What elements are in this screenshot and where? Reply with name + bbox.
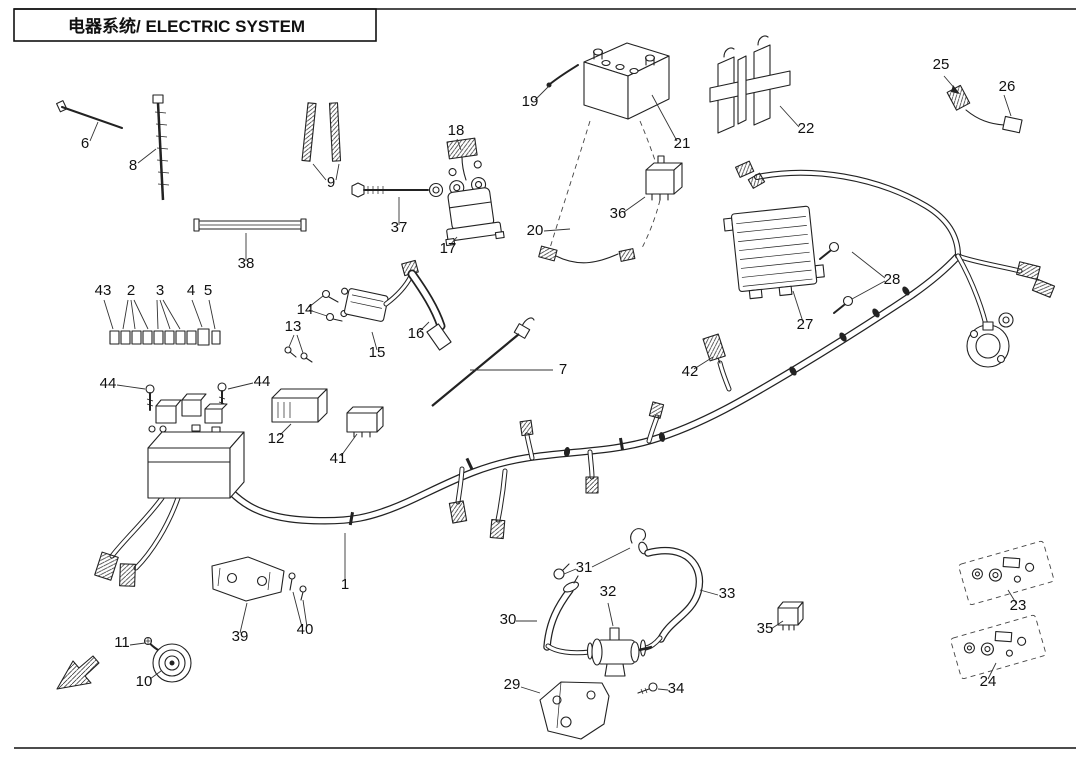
- part-number-16: 16: [408, 325, 425, 342]
- part-number-19: 19: [522, 93, 539, 110]
- repair-kit-23: [958, 540, 1055, 606]
- relay-41: [346, 406, 384, 438]
- harness-clip-dots: [348, 286, 910, 526]
- part-number-27: 27: [797, 316, 814, 333]
- part-number-6: 6: [81, 135, 89, 152]
- part-number-42: 42: [682, 363, 699, 380]
- part-number-8: 8: [129, 157, 137, 174]
- part-number-17: 17: [440, 240, 457, 257]
- fusebox-screws-44: [145, 382, 227, 411]
- bracket-screws-40: [288, 572, 307, 601]
- eye-bolt-37: [351, 182, 444, 198]
- fuse-box: [147, 393, 245, 499]
- part-number-7: 7: [559, 361, 567, 378]
- harness-connectors: [94, 160, 1056, 587]
- part-number-35: 35: [757, 620, 774, 637]
- solenoid-valve-32: [545, 627, 663, 677]
- part-number-2: 2: [127, 282, 135, 299]
- part-number-12: 12: [268, 430, 285, 447]
- page-title: 电器系统/ ELECTRIC SYSTEM: [68, 16, 305, 36]
- relay-35: [777, 601, 804, 631]
- leader-lines: [89, 85, 1017, 694]
- battery-bolt-19: [546, 64, 579, 88]
- part-number-13: 13: [285, 318, 302, 335]
- part-number-25: 25: [933, 56, 950, 73]
- part-number-21: 21: [674, 135, 691, 152]
- horn: [148, 641, 192, 683]
- part-number-5: 5: [204, 282, 212, 299]
- strap-7: [431, 317, 535, 407]
- connector-25-26: [943, 75, 1023, 134]
- hose-33: [644, 546, 704, 643]
- bracket-29: [539, 681, 610, 740]
- spark-plug-cap: [401, 259, 452, 351]
- hose-clamps-31: [553, 528, 648, 580]
- part-number-15: 15: [369, 344, 386, 361]
- part-number-1: 1: [341, 576, 349, 593]
- part-number-28: 28: [884, 271, 901, 288]
- tube-38: [193, 218, 307, 232]
- part-number-9: 9: [327, 174, 335, 191]
- part-number-26: 26: [999, 78, 1016, 95]
- cable-ties-9: [301, 102, 342, 162]
- part-number-44: 44: [254, 373, 271, 390]
- coil-bolts-14: [321, 289, 343, 322]
- part-number-39: 39: [232, 628, 249, 645]
- part-number-37: 37: [391, 219, 408, 236]
- part-number-32: 32: [600, 583, 617, 600]
- bracket-screws-13: [284, 346, 313, 363]
- part-number-3: 3: [156, 282, 164, 299]
- part-number-20: 20: [527, 222, 544, 239]
- regulator-screws: [819, 241, 854, 314]
- page-frame: [13, 8, 1076, 749]
- fuse-row: [109, 328, 221, 346]
- wire-harness: [94, 160, 1056, 587]
- part-number-11: 11: [114, 634, 130, 651]
- part-number-18: 18: [448, 122, 465, 139]
- bracket-39: [211, 556, 285, 602]
- screw-34: [637, 682, 658, 695]
- starter-relay-36: [645, 155, 683, 201]
- part-number-29: 29: [504, 676, 521, 693]
- part-number-34: 34: [668, 680, 685, 697]
- ignition-coil: [340, 273, 414, 322]
- connector-42: [702, 333, 726, 364]
- starter-relay-17: [445, 160, 505, 247]
- cable-tie-6: [56, 100, 123, 129]
- part-number-31: 31: [576, 559, 593, 576]
- part-number-14: 14: [297, 301, 314, 318]
- voltage-regulator: [723, 205, 825, 300]
- part-number-30: 30: [500, 611, 517, 628]
- ecu: [271, 388, 328, 423]
- horn-bolt-11: [143, 636, 153, 646]
- fwd-arrow-icon: [56, 655, 100, 690]
- battery: [583, 42, 670, 120]
- connector-18: [446, 137, 478, 181]
- part-number-4: 4: [187, 282, 195, 299]
- round-connector: [966, 312, 1014, 368]
- part-number-23: 23: [1010, 597, 1027, 614]
- part-number-22: 22: [798, 120, 815, 137]
- battery-bracket-22: [709, 35, 791, 134]
- part-number-36: 36: [610, 205, 627, 222]
- part-number-24: 24: [980, 673, 997, 690]
- part-number-44: 44: [100, 375, 117, 392]
- hose-30: [543, 575, 579, 651]
- part-number-38: 38: [238, 255, 255, 272]
- repair-kit-24: [950, 614, 1047, 680]
- cable-tie-8: [152, 94, 170, 201]
- part-number-40: 40: [297, 621, 314, 638]
- part-number-33: 33: [719, 585, 736, 602]
- part-number-10: 10: [136, 673, 153, 690]
- part-number-43: 43: [95, 282, 112, 299]
- part-number-41: 41: [330, 450, 347, 467]
- battery-cables-20: [538, 120, 661, 264]
